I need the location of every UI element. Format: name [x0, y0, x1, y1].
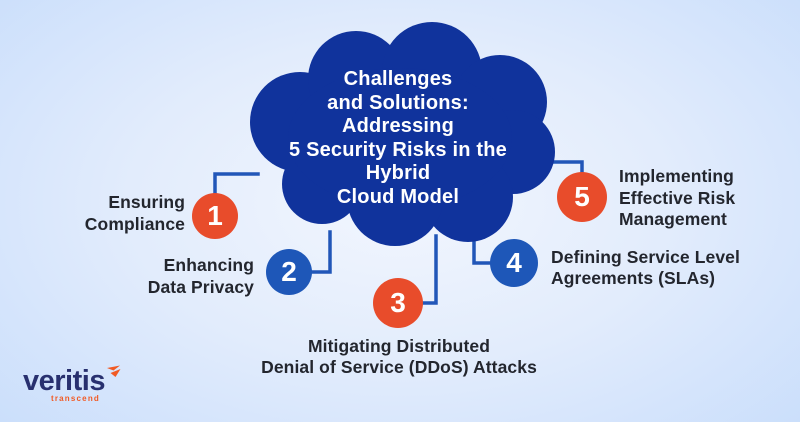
item-5-label-line: Effective Risk [619, 187, 736, 208]
item-2-label: Enhancing Data Privacy [110, 254, 254, 298]
item-1-label: Ensuring Compliance [40, 192, 185, 235]
veritis-logo: veritis transcend [23, 365, 133, 403]
connector-3 [419, 234, 438, 305]
item-4-label-line: Defining Service Level [551, 247, 740, 267]
cloud-shape [250, 22, 555, 246]
cloud-title-line: and Solutions: [327, 91, 469, 114]
item-1-label-line: Ensuring [108, 192, 185, 212]
item-2-label-line: Enhancing [163, 255, 254, 275]
item-3-label-line: Denial of Service (DDoS) Attacks [261, 357, 537, 377]
item-1-number-badge: 1 [192, 193, 238, 239]
connector-1 [213, 172, 260, 196]
item-5-number-badge: 5 [557, 172, 607, 222]
veritis-tagline: transcend [50, 394, 100, 403]
cloud-title-line: Hybrid [365, 162, 431, 184]
cloud-title-line: Cloud Model [336, 185, 460, 208]
cloud-title-line: Addressing [341, 115, 455, 137]
item-4-label: Defining Service Level Agreements (SLAs) [551, 247, 781, 288]
item-5-label: Implementing Effective Risk Management [619, 166, 799, 231]
item-3-label-line: Mitigating Distributed [307, 336, 491, 356]
cloud-title-line: 5 Security Risks in the [288, 138, 508, 161]
cloud-title: Challenges and Solutions: Addressing 5 S… [268, 68, 528, 209]
item-4-number-badge: 4 [490, 239, 538, 287]
item-5-label-line: Implementing [619, 166, 734, 186]
item-3-number-badge: 3 [373, 278, 423, 328]
item-2-label-line: Data Privacy [147, 277, 254, 297]
item-5-label-line: Management [619, 209, 727, 229]
item-2-number-badge: 2 [266, 249, 312, 295]
veritis-flag-icon [106, 365, 121, 377]
connector-2 [308, 230, 332, 274]
item-4-label-line: Agreements (SLAs) [551, 267, 716, 288]
item-3-label: Mitigating Distributed Denial of Service… [239, 336, 559, 378]
item-1-label-line: Compliance [84, 213, 185, 234]
veritis-wordmark: veritis [23, 365, 105, 397]
cloud-title-line: Challenges [343, 68, 453, 90]
